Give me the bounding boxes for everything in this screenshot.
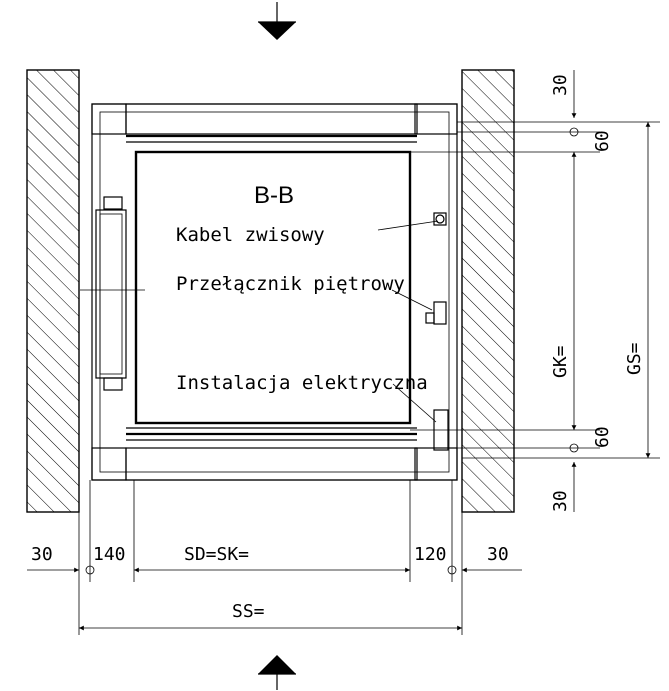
leader-kabel [377,220,439,231]
dim-bottom-gap: 60 [592,426,613,448]
dim-line-row1 [27,565,522,575]
dim-left-gap: 140 [93,544,126,565]
counterweight-guide [80,196,145,391]
dim-line-vertical-cabin [569,70,579,512]
dim-door-width: SD=SK= [184,544,249,565]
dim-total-width: SS= [232,601,265,622]
label-przelacznik: Przełącznik piętrowy [176,273,405,295]
dim-bottom-wall: 30 [550,490,571,512]
door-rails [126,134,417,441]
floor-switch [425,301,447,325]
dim-extensions-horizontal [78,480,463,635]
cabin [134,150,412,425]
dim-extensions-vertical [410,121,660,459]
dim-cabin-depth: GK= [550,345,571,378]
label-kabel-zwisowy: Kabel zwisowy [176,224,325,246]
dim-right-gap: 120 [414,544,447,565]
dim-top-wall: 30 [550,74,571,96]
wall-left [26,69,80,513]
dim-left-wall: 30 [31,544,53,565]
dim-top-gap: 60 [592,130,613,152]
section-arrow-bottom [258,655,296,690]
leader-instalacja [392,383,437,423]
section-arrow-top [258,2,296,40]
dim-right-wall: 30 [487,544,509,565]
hanging-cable-box [433,212,447,226]
dim-shaft-depth: GS= [624,342,645,375]
leader-przelacznik [391,289,433,311]
section-title: B-B [254,182,294,209]
label-instalacja: Instalacja elektryczna [176,372,428,394]
wall-right [461,69,515,513]
